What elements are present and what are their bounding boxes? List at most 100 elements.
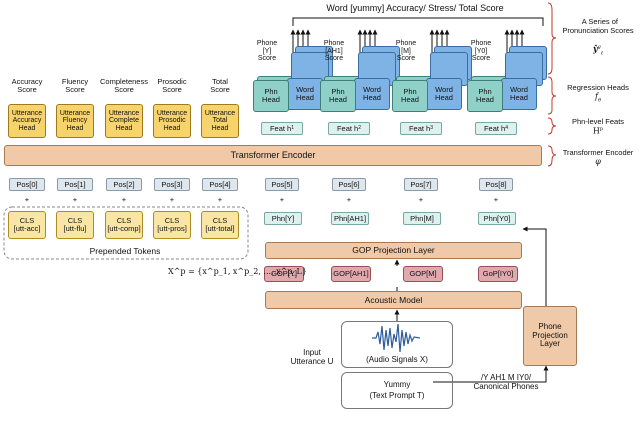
pos-token: Pos[7]: [404, 178, 438, 191]
encoder-text: Transformer Encoder: [562, 148, 634, 157]
pos-token: Pos[3]: [154, 178, 190, 191]
plus-sign: +: [169, 195, 175, 204]
plus-sign: +: [346, 195, 352, 204]
gop-token: GOP[M]: [403, 266, 443, 282]
plus-sign: +: [418, 195, 424, 204]
cls-token: CLS [utt-total]: [201, 211, 239, 239]
phn-head: Phn Head: [320, 80, 356, 112]
top-title: Word [yummy] Accuracy/ Stress/ Total Sco…: [326, 3, 504, 13]
encoder-symbol: φ: [595, 157, 601, 166]
gop-formula: X^p = {x^p_1, x^p_2, ..., x^p_L}: [168, 267, 307, 276]
feat-text: Feat h: [483, 123, 506, 133]
proj-arrow: [522, 226, 547, 306]
transformer-encoder: Transformer Encoder: [4, 145, 542, 166]
canonical-phones-label: /Y AH1 M IY0/ Canonical Phones: [473, 373, 539, 391]
pos-token: Pos[0]: [9, 178, 45, 191]
word-head: Word Head: [354, 78, 390, 110]
phn-token: Phn[M]: [403, 212, 441, 225]
utterance-head: Utterance Prosodic Head: [153, 104, 191, 138]
audio-signals-label: (Audio Signals X): [366, 354, 428, 364]
phn-token: Phn[AH1]: [331, 212, 369, 225]
phn-token: Phn[Y0]: [478, 212, 516, 225]
text-prompt-label: (Text Prompt T): [369, 391, 425, 400]
text-prompt-box: Yummy (Text Prompt T): [341, 372, 453, 409]
gop-projection-layer: GOP Projection Layer: [265, 242, 522, 259]
plus-sign: +: [279, 195, 285, 204]
pos-token: Pos[2]: [106, 178, 142, 191]
cls-token: CLS [utt-pros]: [153, 211, 191, 239]
pos-token: Pos[6]: [332, 178, 366, 191]
phn-feats-text: Phn-level Feats: [571, 117, 625, 126]
pos-token: Pos[5]: [265, 178, 299, 191]
audio-box: (Audio Signals X): [341, 321, 453, 368]
brace-regression: [547, 76, 557, 115]
plus-sign: +: [121, 195, 127, 204]
canonical-arrow: [433, 365, 549, 383]
phn-feats-label: Phn-level Feats Hp: [558, 117, 638, 136]
cls-token: CLS [utt-comp]: [105, 211, 143, 239]
phone-score-label: Phone [AH1] Score: [323, 40, 345, 63]
phn-head: Phn Head: [467, 80, 503, 112]
series-symbol: ŷgℓ: [593, 43, 603, 57]
utterance-head: Utterance Total Head: [201, 104, 239, 138]
cls-token: CLS [utt-acc]: [8, 211, 46, 239]
brace-feats: [547, 117, 557, 135]
brace-series: [547, 2, 557, 75]
phn-head: Phn Head: [253, 80, 289, 112]
phone-projection-layer: Phone Projection Layer: [523, 306, 577, 366]
prepended-frame: [3, 206, 249, 260]
cls-token: CLS [utt-flu]: [56, 211, 94, 239]
brace-encoder: [547, 145, 557, 167]
encoder-label: Transformer Encoder φ: [558, 148, 638, 167]
acoustic-model: Acoustic Model: [265, 291, 522, 309]
utterance-score-label: Total Score: [210, 77, 230, 95]
feat-subscript: 1: [291, 124, 295, 131]
pos-token: Pos[8]: [479, 178, 513, 191]
phn-token: Phn[Y]: [264, 212, 302, 225]
input-utterance-label: Input Utterance U: [290, 348, 334, 366]
phn-feats-symbol: Hp: [592, 126, 604, 136]
phone-score-label: Phone [M] Score: [395, 40, 417, 63]
plus-sign: +: [24, 195, 30, 204]
phone-score-label: Phone [Y0] Score: [470, 40, 492, 63]
top-bracket: [292, 17, 544, 26]
utterance-head: Utterance Accuracy Head: [8, 104, 46, 138]
gop-token: GOP[AH1]: [331, 266, 371, 282]
regression-text: Regression Heads: [567, 83, 629, 92]
gop-token: GoP[IY0]: [478, 266, 518, 282]
feat-text: Feat h: [269, 123, 292, 133]
pos-token: Pos[4]: [202, 178, 238, 191]
series-label: A Series of Pronunciation Scores ŷgℓ: [558, 8, 638, 65]
prepended-tokens-label: Prepended Tokens: [89, 246, 161, 256]
utterance-head: Utterance Fluency Head: [56, 104, 94, 138]
plus-sign: +: [217, 195, 223, 204]
feat-subscript: 4: [505, 124, 509, 131]
utterance-score-label: Prosodic Score: [157, 77, 187, 95]
utterance-score-label: Completeness Score: [100, 77, 148, 95]
utterance-score-label: Fluency Score: [61, 77, 89, 95]
feat-text: Feat h: [408, 123, 431, 133]
waveform-icon: [372, 323, 421, 353]
plus-sign: +: [493, 195, 499, 204]
regression-label: Regression Heads fθ: [558, 83, 638, 104]
series-text: A Series of Pronunciation Scores: [562, 17, 634, 35]
plus-sign: +: [72, 195, 78, 204]
gop-token: GOP[Y]: [264, 266, 304, 282]
feat-text: Feat h: [336, 123, 359, 133]
utterance-head: Utterance Complete Head: [105, 104, 143, 138]
utterance-score-label: Accuracy Score: [11, 77, 43, 95]
yummy-label: Yummy: [383, 379, 411, 389]
feat-subscript: 2: [358, 124, 362, 131]
feat-subscript: 3: [430, 124, 434, 131]
regression-symbol: fθ: [595, 92, 601, 104]
phn-head: Phn Head: [392, 80, 428, 112]
word-head: Word Head: [426, 78, 462, 110]
phone-score-label: Phone [Y] Score: [256, 40, 278, 63]
pos-token: Pos[1]: [57, 178, 93, 191]
